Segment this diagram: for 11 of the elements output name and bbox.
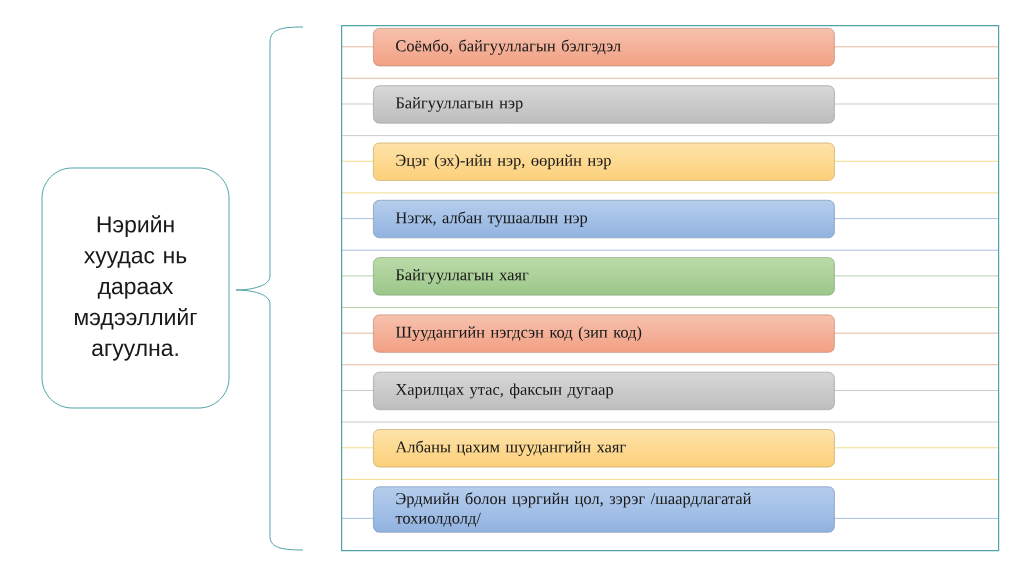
list-item-box: Байгууллагын нэр — [373, 85, 835, 124]
list-item-box: Эрдмийн болон цэргийн цол, зэрэг /шаардлагатай тохиолдолд/ — [373, 486, 835, 533]
list-item-box: Байгууллагын хаяг — [373, 257, 835, 296]
rounded-text-box: Нэрийн хуудас нь дараах мэдээллийг агуулна. — [41, 167, 230, 409]
list-item-box: Албаны цахим шуудангийн хаяг — [373, 429, 835, 468]
list-item-box: Харилцах утас, факсын дугаар — [373, 371, 835, 411]
list-item-box: Нэгж, албан тушаалын нэр — [373, 199, 835, 239]
list-frame — [341, 25, 1000, 552]
list-item-box: Соёмбо, байгууллагын бэлгэдэл — [373, 28, 835, 67]
list-item-box: Шуудангийн нэгдсэн код (зип код) — [373, 314, 835, 353]
list-item-box: Эцэг (эх)-ийн нэр, өөрийн нэр — [373, 142, 835, 181]
